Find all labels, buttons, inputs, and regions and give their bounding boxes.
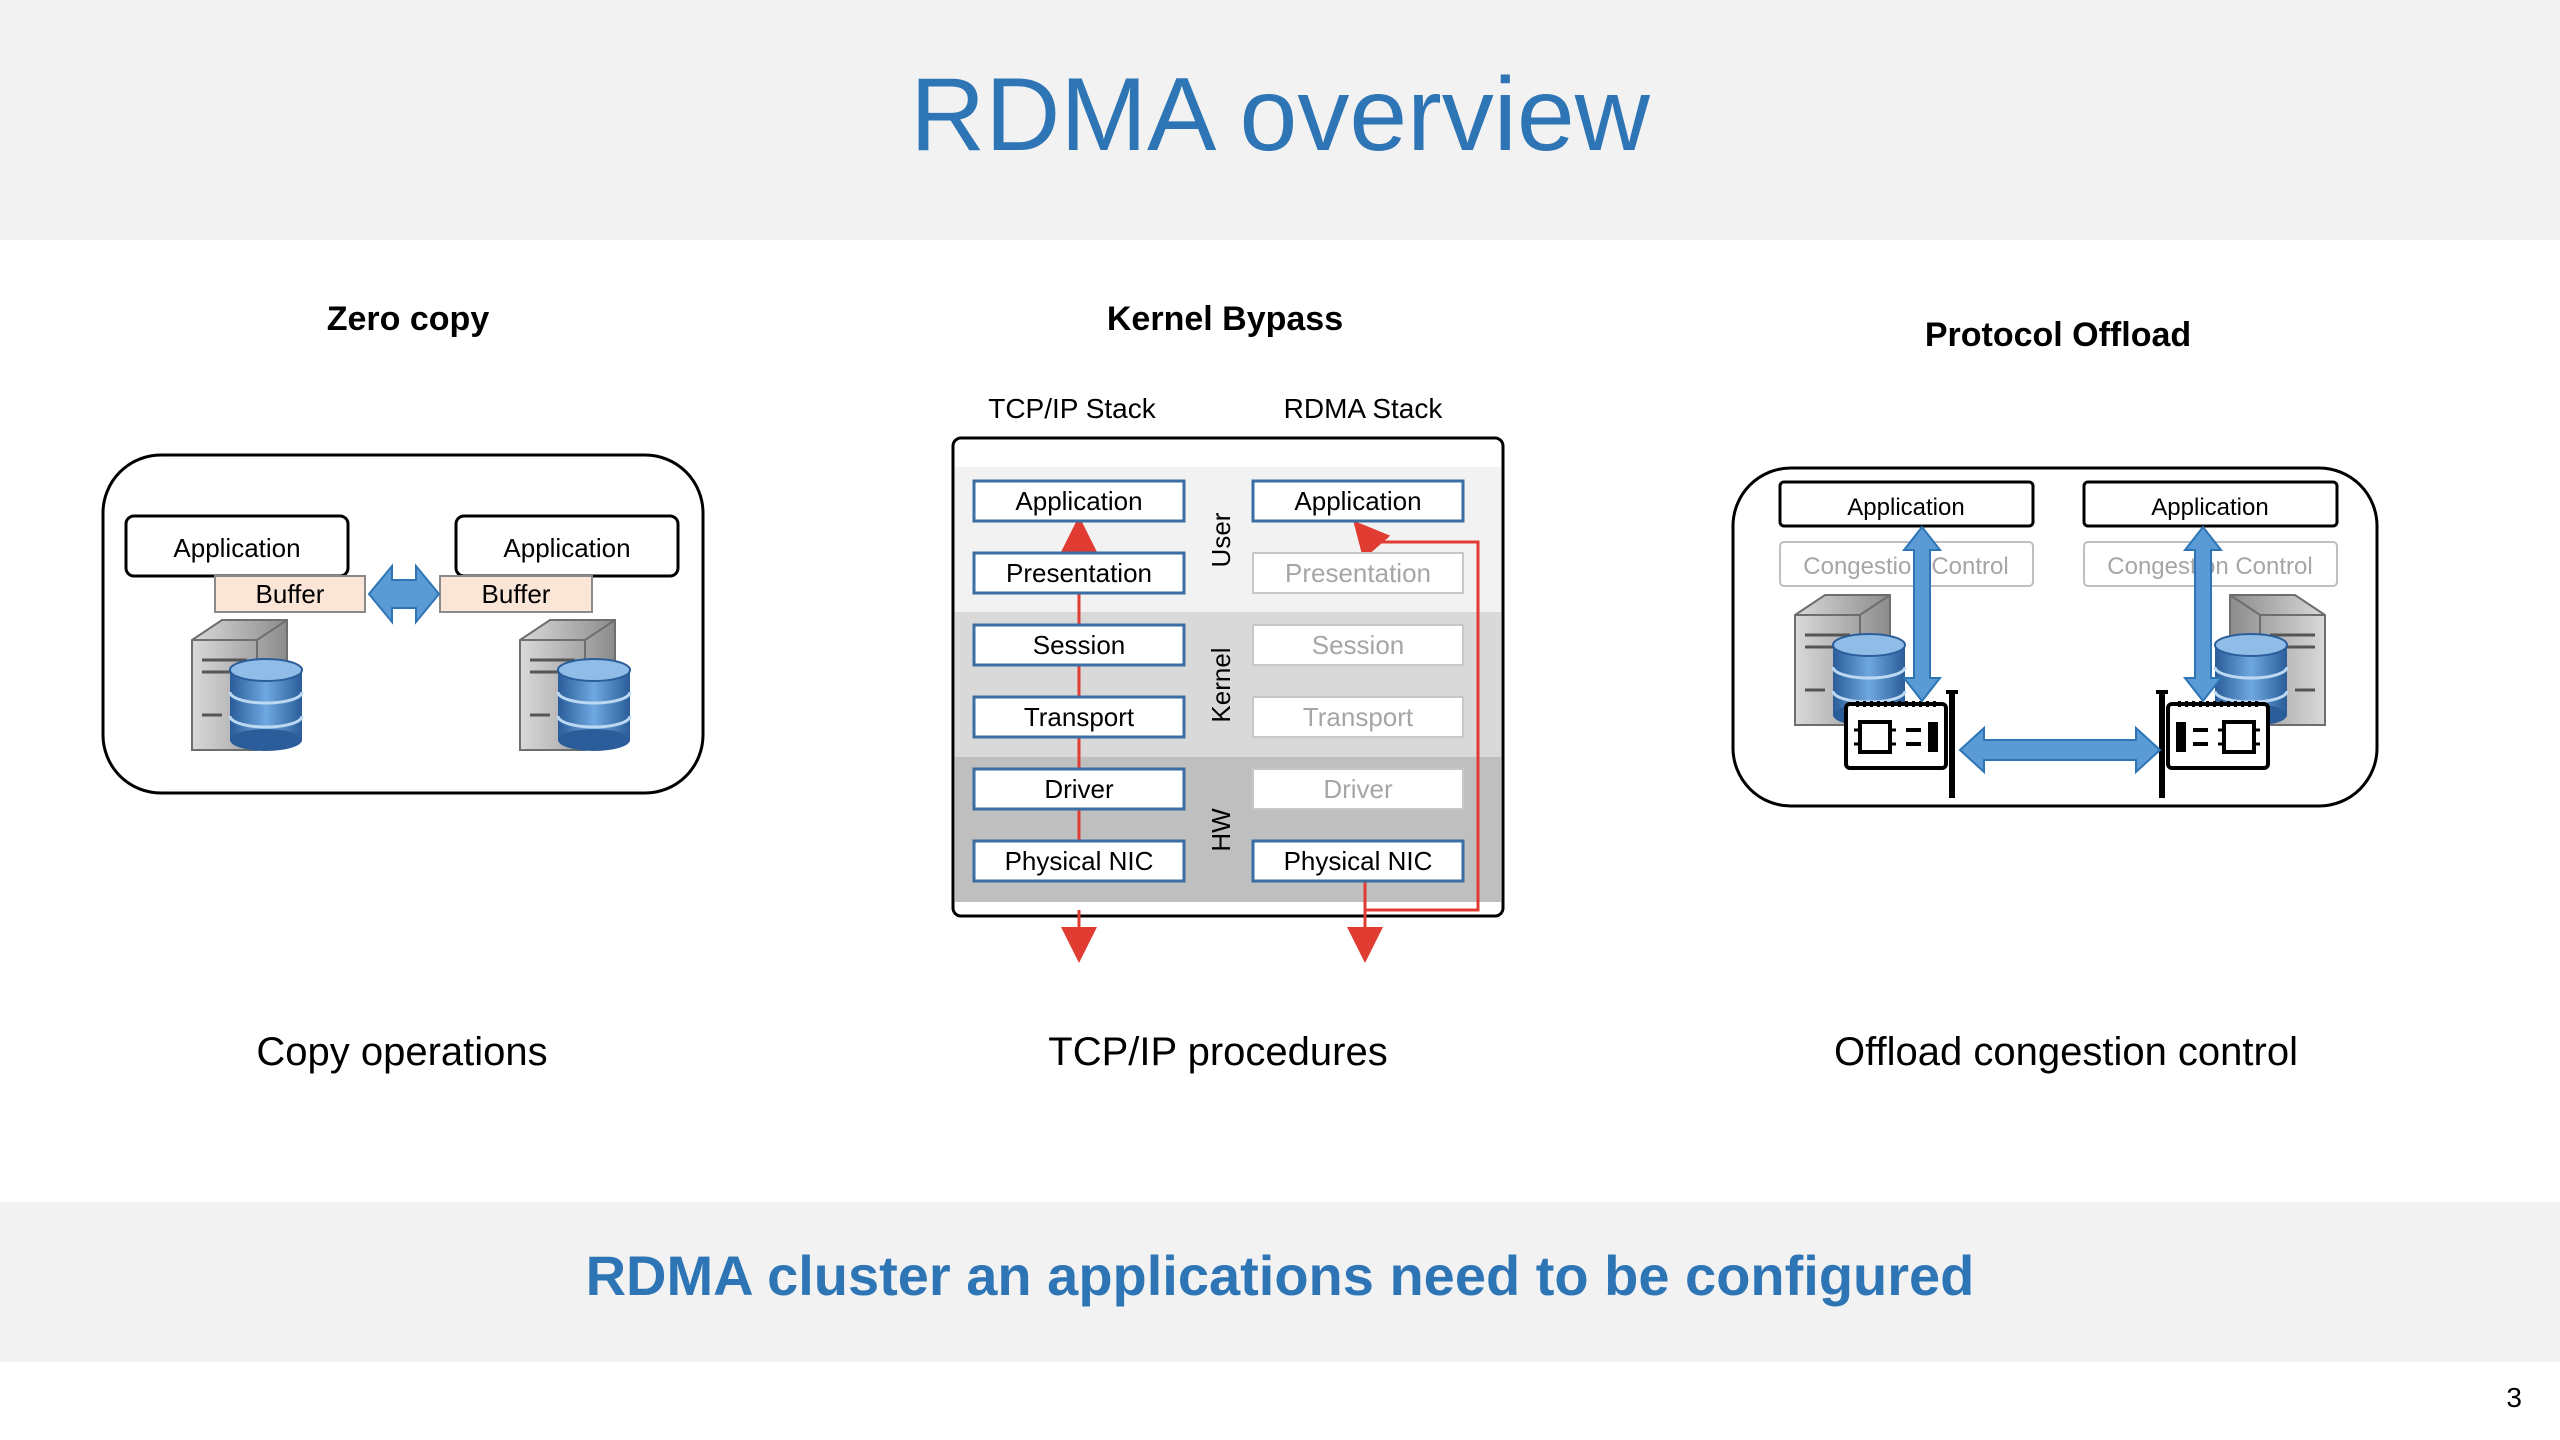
title-band (0, 0, 2560, 240)
zone-label-kernel: Kernel (1206, 647, 1236, 722)
rdma-layer-label: Session (1312, 630, 1405, 660)
zero-copy-right-server-icon (518, 618, 632, 753)
zero-copy-left-application-label: Application (173, 533, 300, 563)
tcp-layer-label: Driver (1044, 774, 1114, 804)
rdma-layer-list: ApplicationPresentationSessionTransportD… (1251, 479, 1465, 883)
zero-copy-right-buffer-box (439, 575, 593, 613)
rdma-stack-label: RDMA Stack (1284, 393, 1444, 424)
tcp-stack-label: TCP/IP Stack (988, 393, 1157, 424)
zero-copy-diagram: Application Buffer Application Buffer (101, 453, 705, 795)
offload-horizontal-arrow (1958, 725, 2162, 775)
tcp-layer-box (972, 551, 1186, 595)
offload-left-application-label: Application (1847, 494, 1964, 521)
tcp-layer-label: Session (1033, 630, 1126, 660)
tcp-layer-box (972, 695, 1186, 739)
offload-left-application-box (1778, 480, 2035, 528)
rdma-layer-label: Driver (1323, 774, 1393, 804)
tcp-layer-box (972, 623, 1186, 667)
tcp-layer-list: ApplicationPresentationSessionTransportD… (972, 479, 1186, 883)
offload-left-cc-label: Congestion Control (1803, 553, 2008, 580)
zone-label-user: User (1206, 512, 1236, 567)
rdma-layer-label: Application (1294, 486, 1421, 516)
protocol-offload-diagram: Application Congestion Control Applicati… (1731, 466, 2379, 808)
tcp-layer-label: Application (1015, 486, 1142, 516)
zone-label-hw: HW (1206, 808, 1236, 852)
offload-right-vertical-arrow (2182, 525, 2224, 703)
rdma-layer-box (1252, 624, 1464, 666)
rdma-layer-box (1251, 839, 1465, 883)
zero-copy-right-buffer-label: Buffer (482, 579, 551, 609)
zero-copy-right-application-label: Application (503, 533, 630, 563)
offload-right-application-box (2082, 480, 2339, 528)
rdma-layer-box (1252, 552, 1464, 594)
protocol-offload-caption: Offload congestion control (1833, 1030, 2298, 1074)
zero-copy-left-buffer-box (214, 575, 366, 613)
rdma-layer-label: Transport (1303, 702, 1414, 732)
rdma-layer-box (1252, 696, 1464, 738)
rdma-layer-label: Physical NIC (1284, 846, 1433, 876)
offload-left-cc-box (1779, 541, 2034, 587)
offload-left-vertical-arrow (1901, 525, 1943, 703)
rdma-layer-box (1252, 768, 1464, 810)
kernel-bypass-caption: TCP/IP procedures (1048, 1030, 1388, 1074)
zero-copy-caption: Copy operations (256, 1030, 548, 1074)
rdma-layer-label: Presentation (1285, 558, 1431, 588)
zero-copy-left-buffer-label: Buffer (256, 579, 325, 609)
rdma-layer-box (1251, 479, 1465, 523)
rdma-bypass-path (1365, 540, 1480, 912)
tcp-layer-label: Transport (1024, 702, 1135, 732)
footer-band (0, 1202, 2560, 1362)
tcp-layer-box (972, 767, 1186, 811)
tcp-layer-label: Physical NIC (1005, 846, 1154, 876)
zero-copy-double-arrow (367, 563, 441, 625)
kernel-bypass-diagram: TCP/IP Stack RDMA Stack User Kernel HW A… (951, 393, 1505, 963)
zero-copy-left-server-icon (190, 618, 304, 753)
page-number: 3 (2506, 1382, 2522, 1413)
slide-title: RDMA overview (910, 57, 1650, 173)
tcp-layer-box (972, 839, 1186, 883)
zero-copy-heading: Zero copy (326, 300, 490, 338)
kernel-bypass-heading: Kernel Bypass (1106, 300, 1344, 338)
offload-right-application-label: Application (2151, 494, 2268, 521)
tcp-layer-box (972, 479, 1186, 523)
protocol-offload-heading: Protocol Offload (1924, 316, 2192, 354)
footer-text: RDMA cluster an applications need to be … (585, 1244, 1975, 1307)
tcp-layer-label: Presentation (1006, 558, 1152, 588)
